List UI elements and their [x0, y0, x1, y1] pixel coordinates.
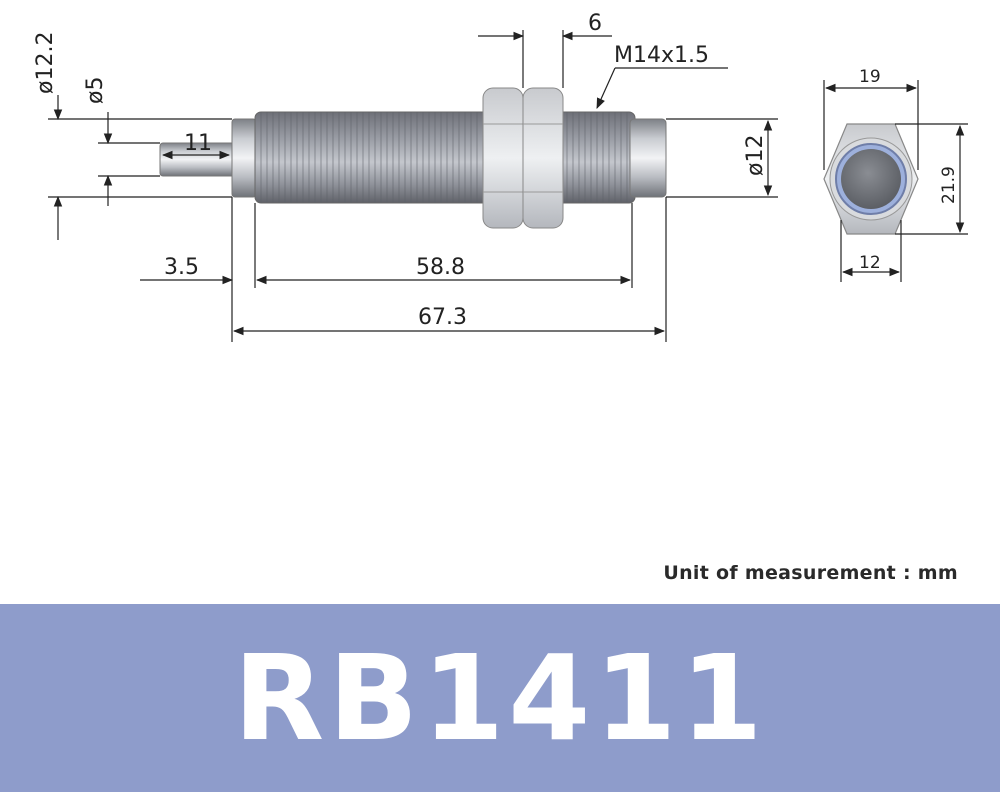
label-len-58-8: 58.8 — [416, 255, 465, 280]
stopper-collar — [231, 118, 257, 198]
end-cap — [629, 118, 667, 198]
label-hex-19: 19 — [859, 67, 881, 87]
dim-dia-5 — [98, 112, 160, 206]
thread-callout — [596, 67, 728, 109]
dim-hex-19 — [823, 80, 919, 170]
dim-extension-lines — [231, 197, 667, 342]
label-thread: M14x1.5 — [614, 43, 709, 68]
label-hex-12: 12 — [859, 253, 881, 273]
lock-nut-1 — [482, 87, 524, 229]
model-banner: RB1411 — [0, 604, 1000, 792]
technical-drawing: ø12.2 ø5 11 6 M14x1.5 ø12 3.5 — [33, 11, 968, 342]
hex-nut-end-view — [823, 123, 919, 235]
label-hex-21-9: 21.9 — [939, 166, 959, 204]
lock-nut-2 — [522, 87, 564, 229]
label-nut-6: 6 — [588, 11, 602, 36]
unit-note: Unit of measurement : mm — [663, 562, 958, 584]
shock-absorber-side-view — [159, 87, 667, 229]
model-name: RB1411 — [233, 629, 767, 767]
label-dia-12-2: ø12.2 — [33, 32, 58, 94]
label-len-3-5: 3.5 — [164, 255, 199, 280]
dim-dia-12-2 — [48, 95, 232, 240]
label-dia-12: ø12 — [743, 135, 768, 176]
label-len-11: 11 — [184, 131, 212, 156]
label-dia-5: ø5 — [83, 77, 108, 104]
dim-hex-12 — [840, 220, 902, 282]
dim-dia-12 — [666, 118, 778, 198]
dim-nut-6 — [478, 30, 612, 88]
label-len-67-3: 67.3 — [418, 305, 467, 330]
dim-hex-21-9 — [895, 123, 968, 235]
